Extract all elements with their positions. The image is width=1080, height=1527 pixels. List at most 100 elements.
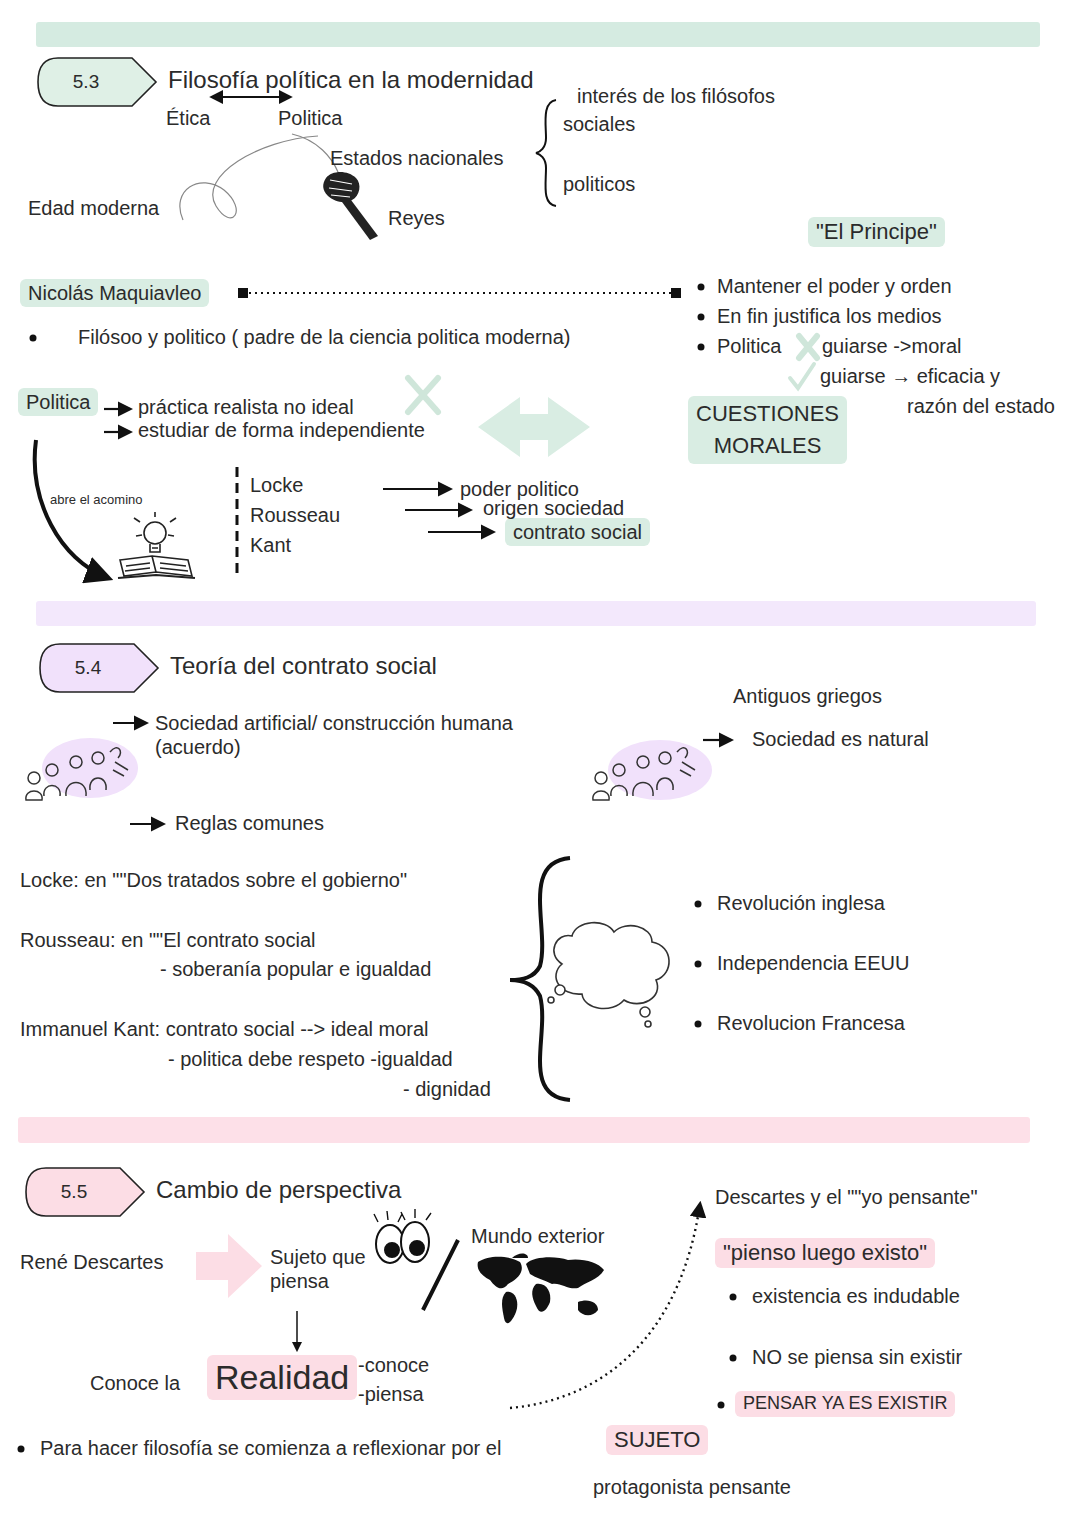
thought-cloud-part <box>554 923 669 1009</box>
thought-cloud-part <box>645 1021 651 1027</box>
highlight-box: Nicolás Maquiavleo <box>20 279 209 307</box>
highlight-text: Realidad <box>215 1357 349 1398</box>
note-text: - politica debe respeto -igualdad <box>168 1047 453 1071</box>
fist-icon-part <box>329 180 352 197</box>
note-text: abre el acomino <box>50 492 143 508</box>
note-text: Mantener el poder y orden <box>717 274 952 298</box>
people-icon-part <box>26 748 128 800</box>
note-text: Estados nacionales <box>330 146 503 170</box>
highlight-text: Nicolás Maquiavleo <box>28 281 201 305</box>
book-bulb-icon-part <box>120 556 192 576</box>
note-text: - soberanía popular e igualdad <box>160 957 431 981</box>
highlight-text: "pienso luego existo" <box>723 1240 927 1266</box>
note-text: - dignidad <box>403 1077 491 1101</box>
bullets-part <box>698 314 705 321</box>
section-tab: 5.4Teoría del contrato social <box>38 642 160 694</box>
cross-mark-part <box>408 378 438 412</box>
book-bulb-icon-part <box>118 575 195 578</box>
note-text: Politica <box>717 334 781 358</box>
people-icon-part-part <box>44 786 60 797</box>
note-text: Sociedad es natural <box>752 727 929 751</box>
people-icon-part-part <box>26 791 42 800</box>
note-text: René Descartes <box>20 1250 163 1274</box>
people-icon-part-part <box>657 778 673 790</box>
section-number: 5.4 <box>38 642 138 694</box>
note-text: Rousseau: en ""El contrato social <box>20 928 315 952</box>
note-text: práctica realista no ideal <box>138 395 354 419</box>
people-icon-part-part <box>677 748 695 776</box>
eyes-icon-part <box>376 1225 404 1263</box>
section-tab: 5.3Filosofía política en la modernidad <box>36 56 158 108</box>
world-map-part <box>526 1257 604 1288</box>
highlight-box: contrato social <box>505 518 650 546</box>
eyes-icon-part <box>401 1222 429 1262</box>
note-text: Locke <box>250 473 303 497</box>
bullets-part <box>718 1402 725 1409</box>
highlight-text: PENSAR YA ES EXISTIR <box>743 1393 947 1415</box>
note-text: guiarse → eficacia y <box>820 364 1000 388</box>
note-text: interés de los filósofos <box>577 84 775 108</box>
eyes-icon-part <box>374 1209 431 1222</box>
block-arrow <box>196 1234 262 1298</box>
people-icon-part-part <box>90 778 106 790</box>
note-text: -piensa <box>358 1382 424 1406</box>
note-text: guiarse ->moral <box>822 334 962 358</box>
note-text: Para hacer filosofía se comienza a refle… <box>40 1436 501 1460</box>
note-text: politicos <box>563 172 635 196</box>
cross-mark-part <box>799 336 817 358</box>
bullets-part <box>695 1021 702 1028</box>
note-text: Conoce la <box>90 1371 180 1395</box>
arrow-lines-part <box>428 531 493 533</box>
section-band <box>18 1117 1030 1143</box>
bullets-part <box>698 344 705 351</box>
eyes-icon <box>374 1209 431 1263</box>
thought-cloud <box>548 923 669 1027</box>
highlight-text: contrato social <box>513 520 642 544</box>
people-icon-part-part <box>637 756 649 768</box>
people-icon-part-part <box>70 756 82 768</box>
bullets-part <box>730 1355 737 1362</box>
bullets-part <box>695 901 702 908</box>
thought-cloud-part <box>555 985 565 995</box>
check-mark <box>790 364 814 388</box>
world-map-part <box>532 1284 550 1312</box>
note-text: NO se piensa sin existir <box>752 1345 962 1369</box>
highlight-box: PENSAR YA ES EXISTIR <box>735 1391 955 1417</box>
note-text: Edad moderna <box>28 196 159 220</box>
arrow-line <box>296 1311 298 1350</box>
book-bulb-icon-part <box>125 556 188 572</box>
note-text: Politica <box>278 106 342 130</box>
note-text: Descartes y el ""yo pensante" <box>715 1185 978 1209</box>
note-text: Revolucion Francesa <box>717 1011 905 1035</box>
note-text: Reyes <box>388 206 445 230</box>
book-bulb-icon-part <box>144 522 166 544</box>
note-text: Revolución inglesa <box>717 891 885 915</box>
eyes-icon-part <box>385 1243 399 1257</box>
people-icon-part-part <box>613 764 625 776</box>
book-bulb-icon-part <box>134 512 176 536</box>
section-heading: Teoría del contrato social <box>170 652 437 681</box>
section-band <box>36 22 1040 47</box>
eyes-icon-part <box>410 1241 424 1255</box>
thought-cloud-part <box>548 997 554 1003</box>
arrow-lines-part <box>405 509 470 511</box>
world-map <box>478 1254 604 1324</box>
note-text: existencia es indudable <box>752 1284 960 1308</box>
bullets-part <box>730 1294 737 1301</box>
arrow-lines-part <box>35 440 108 578</box>
note-text: Filósoo y politico ( padre de la ciencia… <box>78 325 570 349</box>
note-text: Sociedad artificial/ construcción humana… <box>155 711 565 759</box>
arrow-lines-part <box>180 136 318 220</box>
note-text: Kant <box>250 533 291 557</box>
people-icon-part-part <box>66 783 86 797</box>
people-icon-part-part <box>110 748 128 776</box>
people-icon-part-part <box>659 752 671 764</box>
note-text: Rousseau <box>250 503 340 527</box>
people-icon-part <box>593 748 695 800</box>
arrow-lines-part <box>104 431 130 433</box>
people-icon-part <box>608 740 712 800</box>
world-map-part <box>502 1292 517 1323</box>
brace <box>536 100 556 206</box>
arrow-lines-part <box>703 739 731 741</box>
people-icon-part-part <box>595 772 607 784</box>
